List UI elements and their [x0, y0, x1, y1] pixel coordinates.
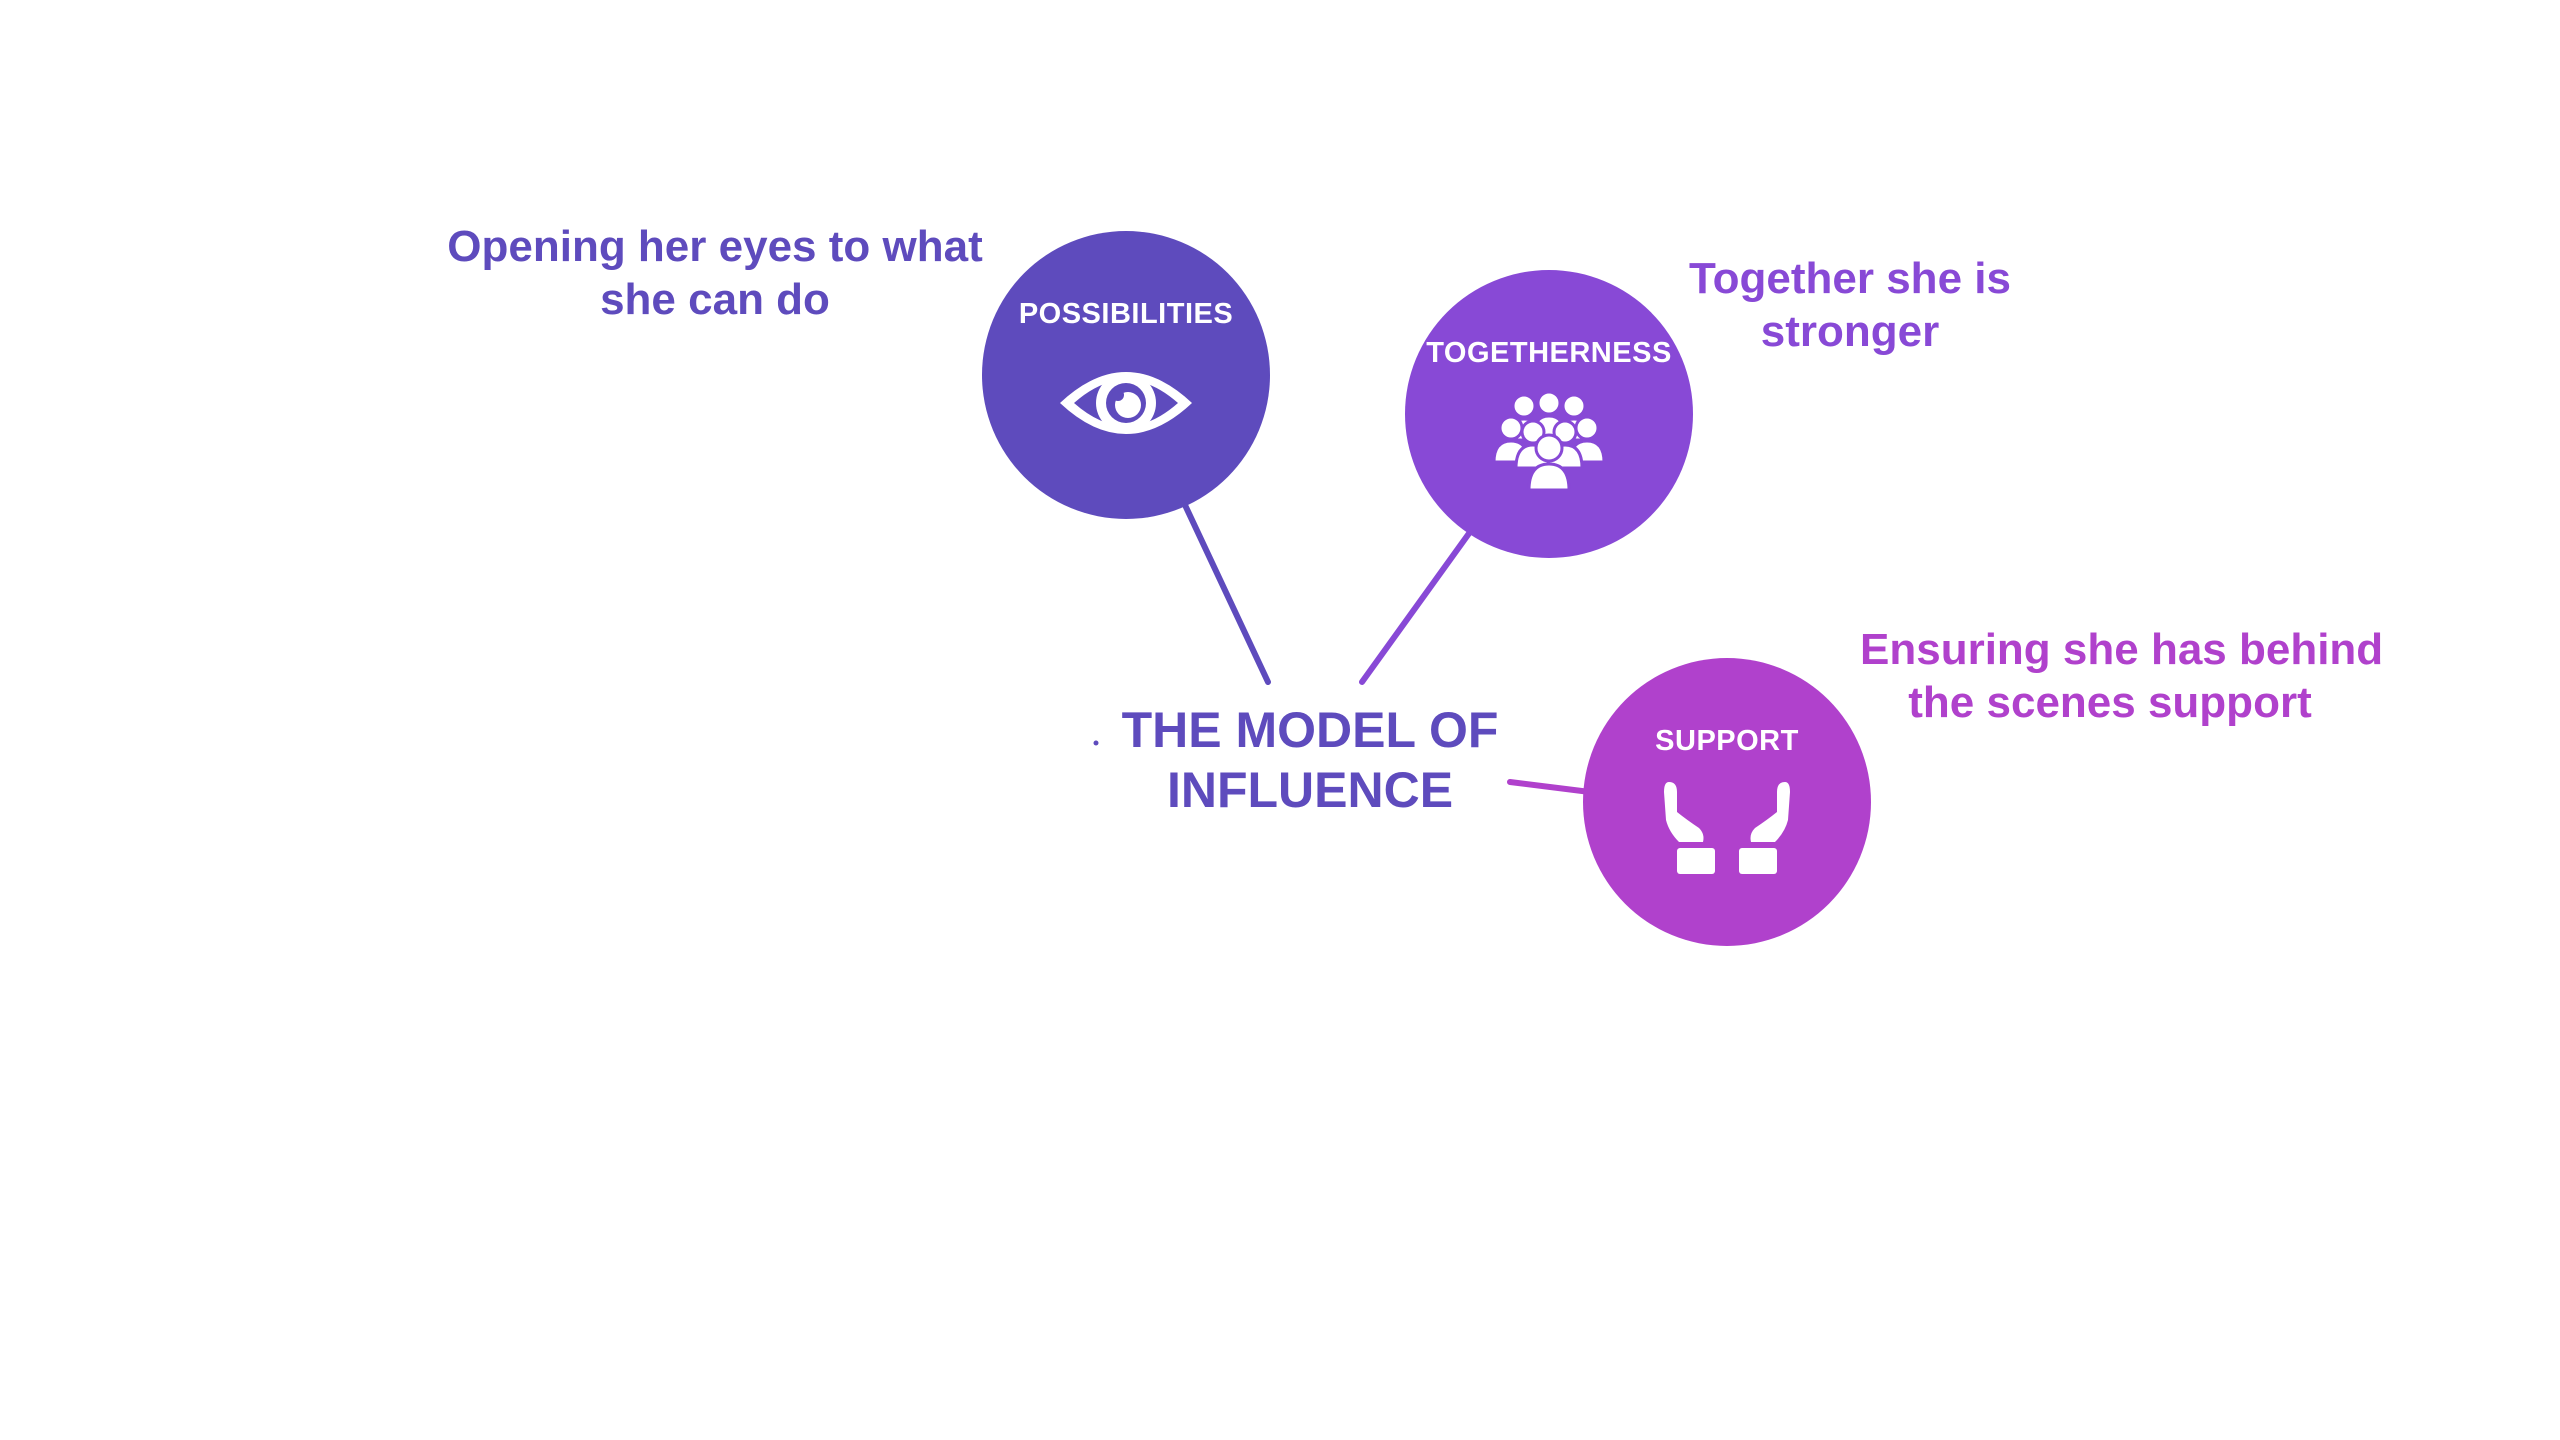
diagram-title: THE MODEL OF INFLUENCE	[1040, 700, 1580, 820]
node-label-possibilities: POSSIBILITIES	[1018, 297, 1234, 330]
node-possibilities: POSSIBILITIES	[982, 231, 1270, 519]
connector-possibilities	[1182, 502, 1271, 685]
node-label-togetherness: TOGETHERNESS	[1426, 336, 1672, 369]
node-support: SUPPORT	[1583, 658, 1871, 946]
title-line-2: INFLUENCE	[1166, 762, 1454, 818]
caption-possibilities-line-2: she can do	[600, 275, 830, 324]
caption-support-line-2: the scenes support	[1908, 678, 2312, 727]
caption-togetherness-line-2: stronger	[1760, 307, 1940, 356]
supporting-hands-icon	[1664, 781, 1790, 874]
stray-dot	[1093, 740, 1099, 746]
node-togetherness: TOGETHERNESS	[1405, 270, 1693, 558]
caption-support: Ensuring she has behind the scenes suppo…	[1860, 623, 2384, 729]
caption-togetherness: Together she is stronger	[1620, 252, 2080, 358]
caption-togetherness-line-1: Together she is	[1689, 254, 2011, 303]
caption-support-line-1: Ensuring she has behind	[1860, 625, 2384, 674]
people-group-icon	[1492, 391, 1606, 491]
caption-possibilities-line-1: Opening her eyes to what	[447, 222, 983, 271]
eye-icon	[1060, 371, 1192, 434]
node-label-support: SUPPORT	[1655, 724, 1799, 757]
caption-possibilities: Opening her eyes to what she can do	[430, 220, 1000, 326]
title-line-1: THE MODEL OF	[1121, 702, 1499, 758]
connector-support	[1507, 779, 1593, 795]
connector-togetherness	[1359, 529, 1473, 685]
